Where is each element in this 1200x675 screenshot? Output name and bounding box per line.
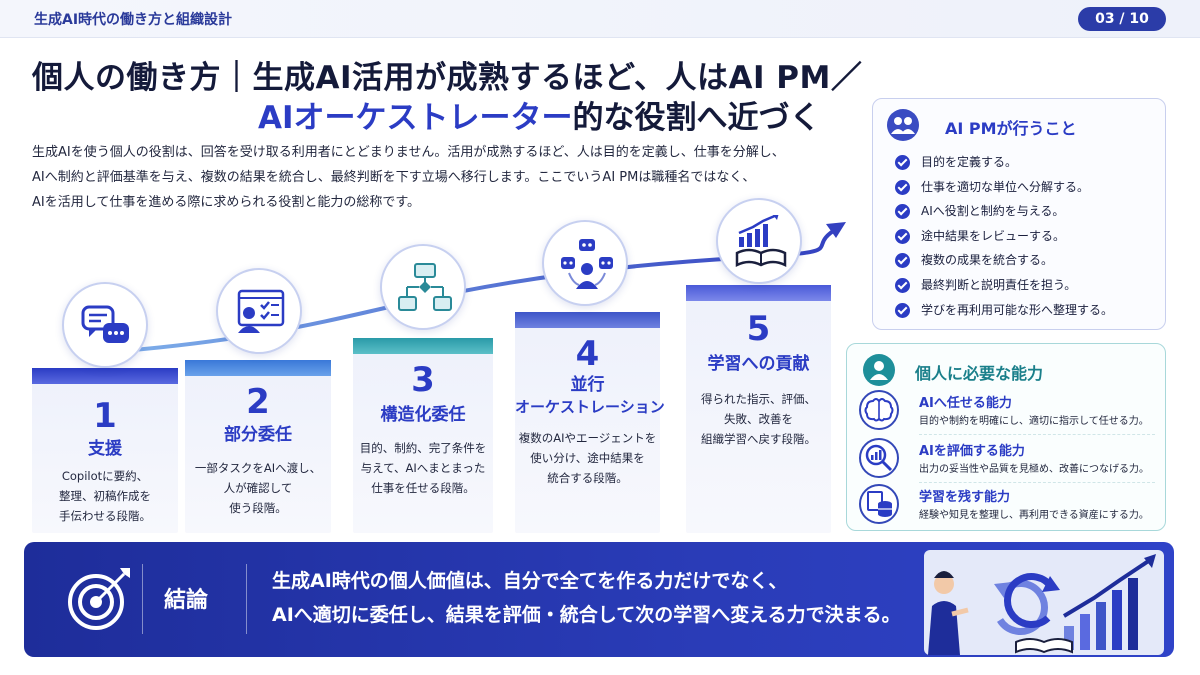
deck-title: 生成AI時代の働き方と組織設計 [34,12,233,28]
title-rest: 的な役割へ近づく [572,100,821,136]
checklist-item: 最終判断と説明責任を担う。 [895,274,1113,299]
step-card-1: 1 支援 Copilotに要約、 整理、初稿作成を 手伝わせる段階。 [32,368,178,533]
book-chart-icon [716,198,802,284]
top-bar: 生成AI時代の働き方と組織設計 03 / 10 [0,0,1200,38]
ability-title: 学習を残す能力 [919,490,1011,505]
step-card-2: 2 部分委任 一部タスクをAIへ渡し、 人が確認して 使う段階。 [185,360,331,533]
ability-item: AIを評価する能力 出力の妥当性や品質を見極め、改善につなげる力。 [859,438,1155,482]
step-title: 支援 [88,439,122,459]
checklist-item: 途中結果をレビューする。 [895,225,1113,250]
person-growth-illustration [924,550,1164,655]
step-cap [32,368,178,384]
step-cap [185,360,331,376]
check-icon [895,228,910,244]
step-description: 一部タスクをAIへ渡し、 人が確認して 使う段階。 [194,461,322,515]
flowchart-icon [380,244,466,330]
intro-paragraph: 生成AIを使う個人の役割は、回答を受け取る利用者にとどまりません。活用が成熟する… [32,140,852,215]
divider [919,434,1155,435]
abilities-panel: 個人に必要な能力 AIへ任せる能力 目的や制約を明確にし、適切に指示して任せる力… [846,343,1166,531]
step-number: 4 [575,334,600,374]
step-cap [515,312,660,328]
ai-pm-panel: AI PMが行うこと 目的を定義する。 仕事を適切な単位へ分解する。 AIへ役割… [872,98,1166,330]
conclusion-line2: AIへ適切に委任し、結果を評価・統合して次の学習へ変える力で決まる。 [272,604,901,626]
step-title-line2: オーケストレーション [515,398,665,416]
divider [246,564,247,634]
magnifier-chart-icon [859,438,899,478]
divider [919,482,1155,483]
step-card-4: 4 並行 オーケストレーション 複数のAIやエージェントを 使い分け、途中結果を… [515,312,665,533]
ai-pm-panel-title: AI PMが行うこと [945,119,1077,138]
step-card-3: 3 構造化委任 目的、制約、完了条件を 与えて、AIへまとまった 仕事を任せる段… [353,338,493,533]
agents-icon [542,220,628,306]
page-number-badge: 03 / 10 [1078,7,1166,31]
check-icon [895,204,910,220]
ability-description: 経験や知見を整理し、再利用できる資産にする力。 [919,510,1149,521]
chat-icon [62,282,148,368]
intro-line: AIを活用して仕事を進める際に求められる役割と能力の総称です。 [32,195,421,210]
checklist-item: AIへ役割と制約を与える。 [895,200,1113,225]
page-title-line1: 個人の働き方｜生成AI活用が成熟するほど、人はAI PM／ [32,60,863,96]
conclusion-line1: 生成AI時代の個人価値は、自分で全てを作る力だけでなく、 [272,570,788,592]
ability-title: AIへ任せる能力 [919,396,1012,411]
check-icon [895,277,910,293]
user-icon [863,354,895,386]
intro-line: 生成AIを使う個人の役割は、回答を受け取る利用者にとどまりません。活用が成熟する… [32,145,785,160]
step-number: 2 [246,382,270,422]
step-title: 学習への貢献 [707,354,810,374]
step-number: 1 [93,396,117,436]
divider [142,564,143,634]
ability-item: AIへ任せる能力 目的や制約を明確にし、適切に指示して任せる力。 [859,390,1155,434]
step-description: 複数のAIやエージェントを 使い分け、途中結果を 統合する段階。 [518,431,657,485]
checklist-item: 学びを再利用可能な形へ整理する。 [895,299,1113,324]
ability-item: 学習を残す能力 経験や知見を整理し、再利用できる資産にする力。 [859,484,1155,528]
checklist-item: 目的を定義する。 [895,151,1113,176]
step-number: 5 [746,309,771,349]
intro-line: AIへ制約と評価基準を与え、複数の結果を統合し、最終判断を下す立場へ移行します。… [32,170,756,185]
conclusion-label: 結論 [164,588,209,613]
check-icon [895,179,910,195]
people-icon [887,109,919,141]
brain-icon [859,390,899,430]
check-icon [895,302,910,318]
step-description: Copilotに要約、 整理、初稿作成を 手伝わせる段階。 [59,469,151,523]
checklist-item: 複数の成果を統合する。 [895,249,1113,274]
conclusion-bar: 結論 生成AI時代の個人価値は、自分で全てを作る力だけでなく、 AIへ適切に委任… [24,542,1174,657]
page-title-line2: AIオーケストレーター的な役割へ近づく [258,92,821,137]
step-title: 構造化委任 [380,405,466,425]
step-cap [686,285,831,301]
step-card-5: 5 学習への貢献 得られた指示、評価、 失敗、改善を 組織学習へ戻す段階。 [686,285,831,533]
step-description: 得られた指示、評価、 失敗、改善を 組織学習へ戻す段階。 [701,392,816,446]
checklist-item: 仕事を適切な単位へ分解する。 [895,176,1113,201]
checklist-user-icon [216,268,302,354]
step-cap [353,338,493,354]
ability-title: AIを評価する能力 [919,444,1025,459]
check-icon [895,253,910,269]
database-doc-icon [859,484,899,524]
step-number: 3 [411,360,435,400]
title-accent: AIオーケストレーター [258,100,573,136]
target-icon [68,568,130,630]
check-icon [895,155,910,170]
step-description: 目的、制約、完了条件を 与えて、AIへまとまった 仕事を任せる段階。 [359,441,487,495]
ability-description: 出力の妥当性や品質を見極め、改善につなげる力。 [919,464,1149,475]
step-title: 並行 [570,375,605,395]
step-title: 部分委任 [224,425,292,445]
ai-pm-checklist: 目的を定義する。 仕事を適切な単位へ分解する。 AIへ役割と制約を与える。 途中… [895,151,1113,323]
abilities-panel-title: 個人に必要な能力 [915,364,1044,383]
ability-description: 目的や制約を明確にし、適切に指示して任せる力。 [919,416,1149,427]
conclusion-text: 生成AI時代の個人価値は、自分で全てを作る力だけでなく、 AIへ適切に委任し、結… [272,564,901,632]
